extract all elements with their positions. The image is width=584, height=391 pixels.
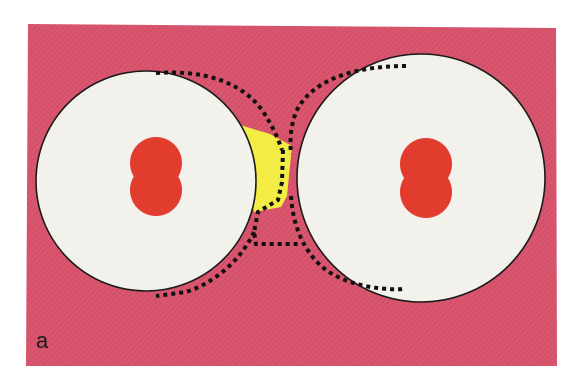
left-cell bbox=[36, 71, 256, 291]
left-nucleus-lower-lobe bbox=[130, 164, 182, 216]
right-nucleus bbox=[400, 138, 452, 218]
right-nucleus-lower-lobe bbox=[400, 166, 452, 218]
right-cell bbox=[297, 54, 545, 302]
left-nucleus bbox=[130, 137, 182, 216]
panel-label: a bbox=[36, 328, 49, 353]
